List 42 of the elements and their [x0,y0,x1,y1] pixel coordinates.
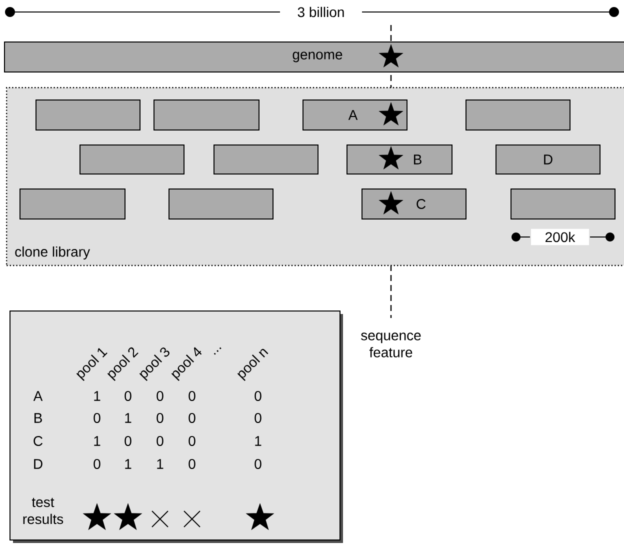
table-cell: 0 [156,436,164,446]
clone-bar [214,144,318,174]
feature-label: sequence feature [361,332,421,358]
table-cell: 0 [188,436,196,446]
dimension-label: 3 billion [298,6,344,18]
table-cell: 1 [125,413,132,423]
clone-bar [154,100,260,130]
clone-bar: C [362,188,466,220]
clone-bar [510,188,616,220]
table-cell: 1 [94,436,100,446]
table-cell: 1 [94,391,100,401]
table-cell: 0 [124,391,132,401]
table-cell: 0 [254,391,262,401]
table-cell: 1 [255,436,262,446]
table-cell: 0 [156,391,164,401]
column-header: ... [214,347,222,355]
clone-bar: A [302,100,408,130]
genome-bar: genome [4,42,624,72]
table-cell: 0 [188,391,196,401]
clone-bar [466,100,570,130]
row-label: C [34,436,43,446]
row-label: D [34,459,42,469]
table-cell: 0 [94,413,100,423]
clone-bar [80,144,184,174]
dimension-label: 200k [531,228,589,246]
table-cell: 0 [156,413,164,423]
row-label: B [34,413,42,423]
clone-bar [168,188,274,220]
row-label: test results [23,498,64,524]
row-label: A [33,391,43,401]
clone-bar: B [346,144,452,174]
clone-bar [20,188,126,220]
table-cell: 0 [254,459,262,469]
table-cell: 0 [94,459,100,469]
table-cell: 0 [188,459,196,469]
table-cell: 1 [125,459,132,469]
clone-bar: D [496,144,600,174]
table-cell: 0 [188,413,196,423]
table-cell: 0 [124,436,132,446]
clone-bar [36,100,140,130]
table-cell: 0 [254,413,262,423]
table-cell: 1 [157,459,164,469]
